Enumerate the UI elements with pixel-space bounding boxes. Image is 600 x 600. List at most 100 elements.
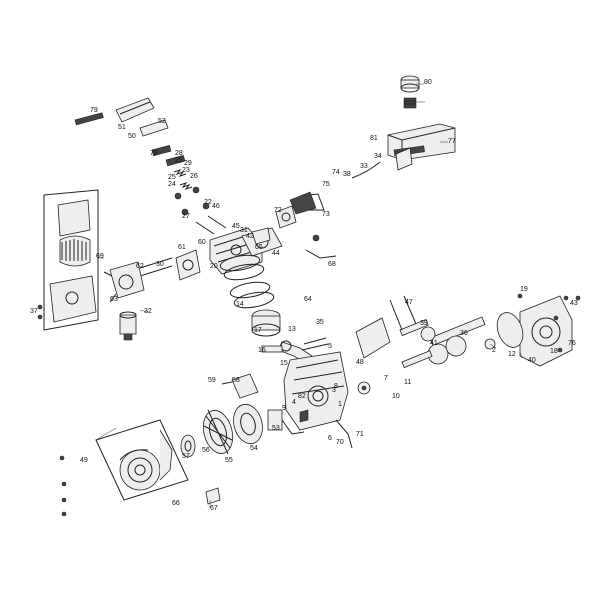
part-number-4: 4 bbox=[292, 399, 296, 406]
part-number-75: 75 bbox=[322, 181, 330, 188]
part-number-64: 64 bbox=[304, 296, 312, 303]
part-number-31: 31 bbox=[240, 227, 248, 234]
crankcase bbox=[283, 351, 349, 431]
control-lever bbox=[289, 191, 337, 259]
cam-gear bbox=[357, 381, 371, 395]
part-number-29: 29 bbox=[184, 160, 192, 167]
exhaust-gasket bbox=[251, 227, 271, 245]
part-number-13: 13 bbox=[288, 326, 296, 333]
part-number-15: 15 bbox=[280, 360, 288, 367]
camshaft bbox=[399, 318, 436, 342]
part-number-6: 6 bbox=[328, 435, 332, 442]
part-number-65: 65 bbox=[255, 244, 263, 251]
part-number-54: 54 bbox=[250, 445, 258, 452]
starter-handle bbox=[205, 487, 221, 505]
part-number-67: 67 bbox=[210, 505, 218, 512]
rocker-cover bbox=[115, 97, 155, 123]
part-number-34: 34 bbox=[374, 153, 382, 160]
part-number-37: 37 bbox=[30, 308, 38, 315]
part-number-32: 32 bbox=[144, 308, 152, 315]
part-number-2: 2 bbox=[492, 347, 496, 354]
part-number-74: 74 bbox=[332, 169, 340, 176]
muffler-gasket bbox=[275, 205, 297, 229]
part-number-1: 1 bbox=[338, 401, 342, 408]
starter-cup bbox=[180, 434, 196, 458]
part-number-68: 68 bbox=[328, 261, 336, 268]
part-number-28: 28 bbox=[175, 150, 183, 157]
part-number-19: 19 bbox=[520, 286, 528, 293]
fuel-valve bbox=[395, 147, 413, 171]
part-number-25: 25 bbox=[168, 174, 176, 181]
recoil-starter bbox=[95, 419, 189, 501]
part-number-46: 46 bbox=[212, 203, 220, 210]
part-number-77: 77 bbox=[448, 138, 456, 145]
part-number-10: 10 bbox=[392, 393, 400, 400]
part-number-38: 38 bbox=[343, 171, 351, 178]
part-number-81: 81 bbox=[370, 135, 378, 142]
cylinder-fins bbox=[301, 337, 329, 351]
part-number-22: 22 bbox=[204, 199, 212, 206]
cover-gasket bbox=[496, 312, 524, 348]
fuel-cap bbox=[400, 75, 420, 93]
part-number-53: 53 bbox=[272, 425, 280, 432]
valve-train bbox=[151, 144, 227, 235]
part-number-72: 72 bbox=[274, 207, 282, 214]
part-number-16: 16 bbox=[258, 347, 266, 354]
air-cleaner-assembly bbox=[43, 189, 99, 331]
part-number-43: 43 bbox=[570, 300, 578, 307]
ignition-coil bbox=[267, 409, 305, 435]
part-number-33: 33 bbox=[360, 163, 368, 170]
part-number-9: 9 bbox=[282, 405, 286, 412]
part-number-76: 76 bbox=[568, 340, 576, 347]
part-number-71: 71 bbox=[356, 431, 364, 438]
part-number-60: 60 bbox=[198, 239, 206, 246]
part-number-8: 8 bbox=[334, 383, 338, 390]
part-number-21: 21 bbox=[175, 157, 183, 164]
crankcase-cover bbox=[519, 295, 573, 367]
part-number-70: 70 bbox=[336, 439, 344, 446]
part-number-24: 24 bbox=[168, 181, 176, 188]
leader-lines bbox=[95, 83, 523, 508]
part-number-40: 40 bbox=[528, 357, 536, 364]
part-number-57: 57 bbox=[182, 453, 190, 460]
flywheel bbox=[202, 409, 234, 455]
part-number-69: 69 bbox=[96, 253, 104, 260]
intake-insulator bbox=[175, 249, 201, 281]
part-number-14: 14 bbox=[236, 301, 244, 308]
rotor bbox=[233, 403, 263, 445]
part-number-55: 55 bbox=[225, 457, 233, 464]
part-number-82: 82 bbox=[298, 393, 306, 400]
part-number-26: 26 bbox=[190, 173, 198, 180]
part-number-23: 23 bbox=[182, 167, 190, 174]
part-number-51: 51 bbox=[118, 124, 126, 131]
part-number-49: 49 bbox=[80, 457, 88, 464]
part-number-36: 36 bbox=[460, 330, 468, 337]
piston bbox=[251, 309, 281, 337]
bolts bbox=[37, 293, 581, 517]
part-number-5: 5 bbox=[328, 343, 332, 350]
piston-pin bbox=[261, 345, 283, 353]
part-number-12: 12 bbox=[508, 351, 516, 358]
part-number-50: 50 bbox=[128, 133, 136, 140]
crankshaft bbox=[401, 316, 486, 369]
part-number-80: 80 bbox=[424, 79, 432, 86]
part-number-52: 52 bbox=[158, 118, 166, 125]
part-number-73: 73 bbox=[322, 211, 330, 218]
governor-assembly bbox=[355, 295, 417, 359]
part-number-30: 30 bbox=[156, 261, 164, 268]
part-number-17: 17 bbox=[254, 327, 262, 334]
part-number-66: 66 bbox=[172, 500, 180, 507]
part-number-11: 11 bbox=[404, 379, 411, 386]
part-number-47: 47 bbox=[405, 299, 413, 306]
part-number-35: 35 bbox=[316, 319, 324, 326]
part-number-41: 41 bbox=[430, 340, 438, 347]
part-number-39: 39 bbox=[420, 320, 428, 327]
fuel-filter bbox=[403, 97, 417, 109]
carb-bowl bbox=[119, 311, 137, 341]
part-number-42: 42 bbox=[246, 233, 254, 240]
carburetor bbox=[103, 261, 145, 303]
part-number-44: 44 bbox=[272, 250, 280, 257]
part-number-78: 78 bbox=[150, 150, 158, 157]
